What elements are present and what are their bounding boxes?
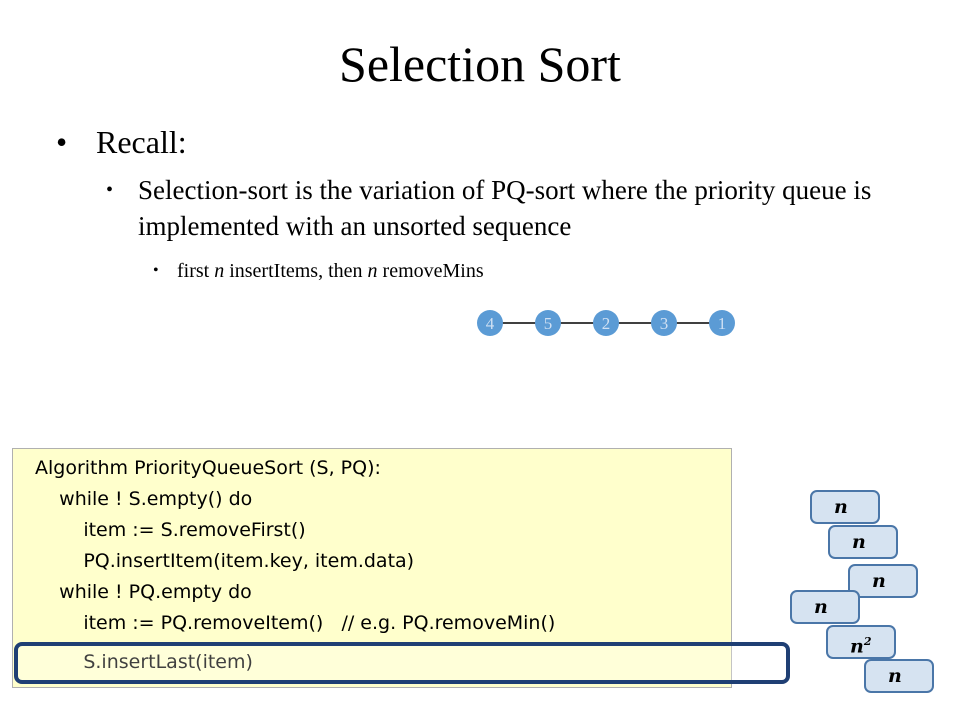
text-part: removeMins: [377, 260, 484, 282]
cost-box: n2: [826, 625, 896, 659]
n-variable: n: [214, 260, 225, 282]
sequence-node-label: 1: [718, 314, 727, 333]
text-part: insertItems, then: [224, 260, 368, 282]
highlight-box: [14, 642, 790, 684]
code-line: while ! PQ.empty do: [35, 581, 252, 603]
text-part: first: [177, 260, 215, 282]
n-variable: n: [367, 260, 378, 282]
sequence-node-label: 5: [544, 314, 553, 333]
code-line: S.insertLast(item): [35, 651, 253, 673]
bullet-dot: •: [153, 262, 159, 279]
sequence-node: [593, 310, 619, 336]
sequence-node-label: 3: [660, 314, 669, 333]
bullet-recall-text: Recall:: [96, 124, 187, 160]
sequence-node: [535, 310, 561, 336]
cost-label: n: [814, 596, 828, 618]
bullet-dot: •: [56, 124, 68, 160]
cost-box: n: [848, 564, 918, 598]
code-line: while ! S.empty() do: [35, 488, 253, 510]
cost-label: n: [850, 635, 864, 658]
sequence-node: [651, 310, 677, 336]
code-block: Algorithm PriorityQueueSort (S, PQ): whi…: [12, 448, 732, 688]
cost-label: n: [888, 665, 902, 687]
sequence-node-label: 4: [486, 314, 495, 333]
bullet-selection-sort: • Selection-sort is the variation of PQ-…: [106, 172, 900, 244]
cost-label: n: [834, 496, 848, 518]
sequence-node-label: 2: [602, 314, 611, 333]
code-line: item := PQ.removeItem() // e.g. PQ.remov…: [35, 612, 556, 634]
sequence-node: [709, 310, 735, 336]
code-line: Algorithm PriorityQueueSort (S, PQ):: [35, 457, 381, 479]
cost-label: n: [872, 570, 886, 592]
slide-title: Selection Sort: [339, 36, 621, 92]
cost-box: n: [828, 525, 898, 559]
code-line: PQ.insertItem(item.key, item.data): [35, 550, 415, 572]
bullet-dot: •: [106, 179, 114, 201]
cost-exponent: 2: [863, 635, 872, 648]
sequence-chain: 4 5 2 3 1: [477, 310, 735, 336]
cost-box: n: [790, 590, 860, 624]
cost-box: n: [864, 659, 934, 693]
bullet-selection-sort-text: Selection-sort is the variation of PQ-so…: [138, 175, 872, 241]
code-line: item := S.removeFirst(): [35, 519, 306, 541]
bullet-recall: • Recall:: [56, 122, 187, 162]
cost-label: n: [852, 531, 866, 553]
cost-box: n: [810, 490, 880, 524]
bullet-insert-remove: • first n insertItems, then n removeMins: [153, 258, 484, 284]
sequence-node: [477, 310, 503, 336]
bullet-insert-remove-text: first n insertItems, then n removeMins: [177, 260, 484, 282]
